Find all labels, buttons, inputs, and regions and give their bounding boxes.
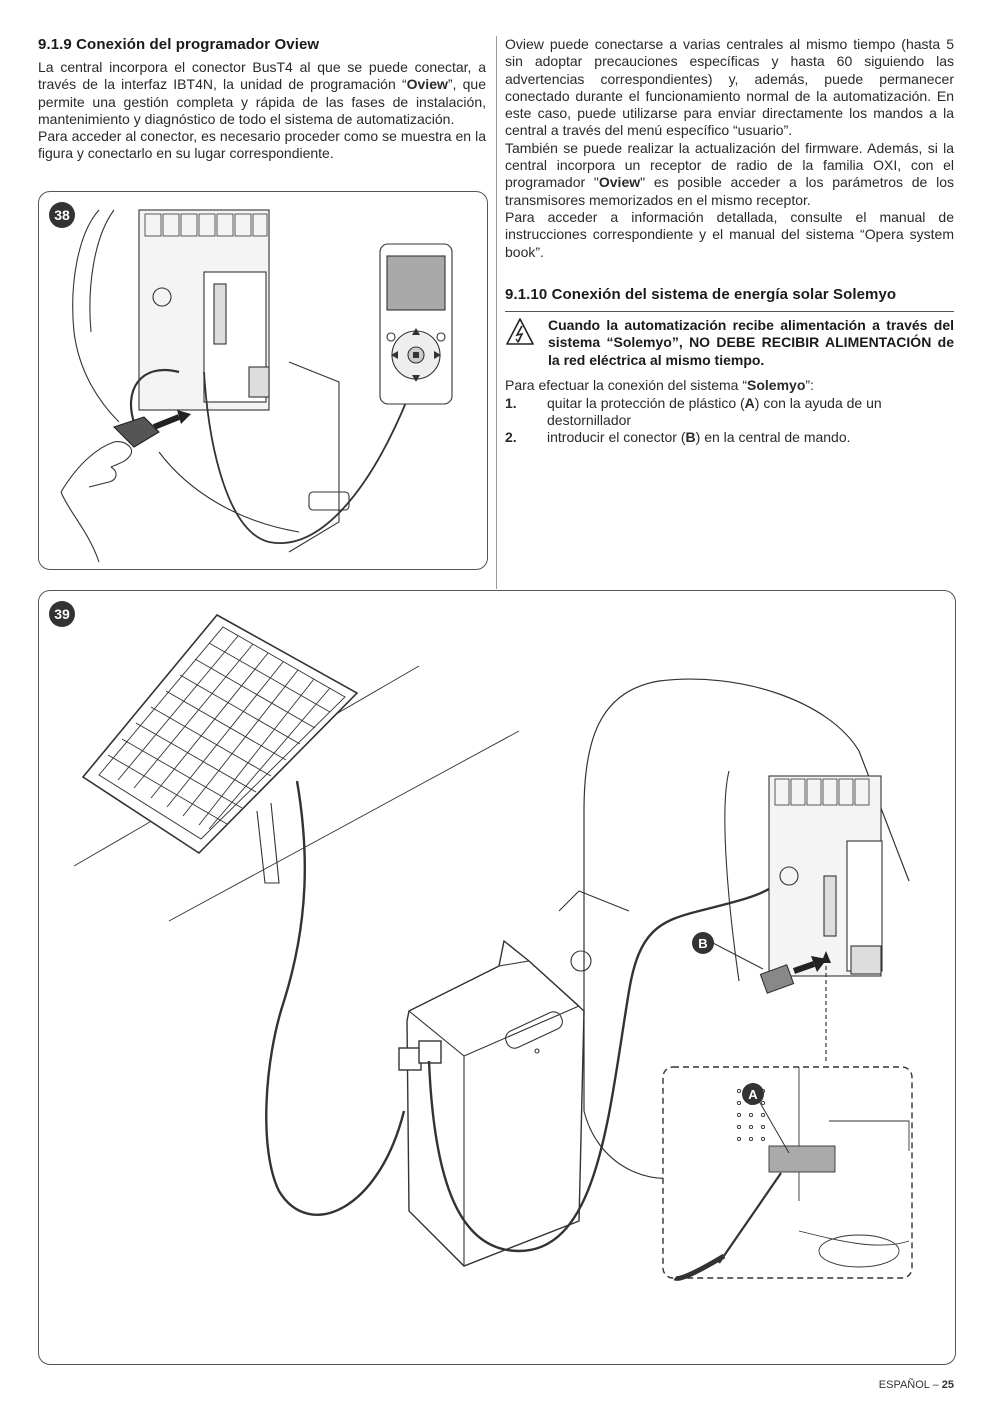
solemyo-connection-illustration: B A [73, 613, 913, 1281]
label-b: B [698, 936, 707, 951]
warning-box: Cuando la automatización recibe alimenta… [505, 310, 954, 370]
page-footer: ESPAÑOL – 25 [878, 1379, 954, 1391]
figure-number-badge: 39 [49, 601, 75, 627]
figure-number-badge: 38 [49, 202, 75, 228]
paragraph-oview-access: Para acceder al conector, es necesario p… [38, 128, 486, 162]
oview-connection-illustration [60, 209, 453, 563]
figure-39-solemyo-connection: B A 39 [38, 590, 956, 1365]
warning-icon [505, 317, 539, 370]
list-item: 1. quitar la protección de plástico (A) … [505, 394, 882, 428]
column-divider [496, 36, 497, 589]
heading-solemyo: 9.1.10 Conexión del sistema de energía s… [505, 285, 897, 303]
list-item: 2. introducir el conector (B) en la cent… [505, 429, 851, 446]
left-column: 9.1.9 Conexión del programador Oview La … [38, 36, 486, 163]
label-a: A [748, 1087, 758, 1102]
paragraph-oview-multi: Oview puede conectarse a varias centrale… [505, 36, 954, 139]
figure-38-oview-connection: 38 [38, 191, 488, 570]
page-number: 25 [941, 1379, 954, 1391]
heading-oview: 9.1.9 Conexión del programador Oview [38, 36, 320, 53]
right-column: Oview puede conectarse a varias centrale… [505, 36, 954, 447]
steps-list: 1. quitar la protección de plástico (A) … [505, 395, 954, 447]
warning-text: Cuando la automatización recibe alimenta… [548, 316, 954, 368]
paragraph-manual: Para acceder a información detallada, co… [505, 208, 954, 260]
paragraph-firmware: También se puede realizar la actualizaci… [505, 139, 954, 208]
paragraph-oview-intro: La central incorpora el conector BusT4 a… [38, 59, 486, 127]
paragraph-solemyo-intro: Para efectuar la conexión del sistema “S… [505, 377, 814, 394]
